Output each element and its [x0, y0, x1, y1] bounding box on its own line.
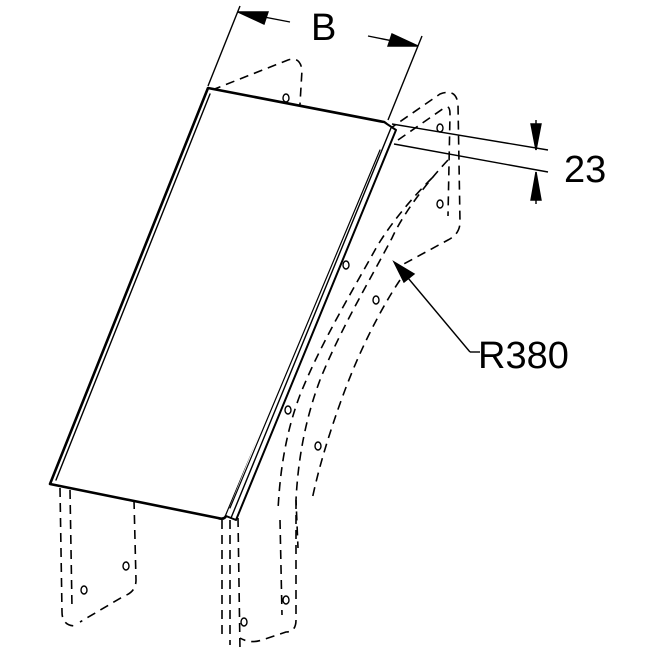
- dimension-23: [391, 120, 549, 204]
- lower-left-bracket-left-inner: [69, 489, 73, 609]
- bend-curve-outer: [295, 159, 449, 549]
- upper-right-bracket-inner: [397, 106, 451, 217]
- bolt-hole: [372, 295, 380, 305]
- upper-right-bracket-outline: [387, 91, 461, 267]
- bolt-hole: [80, 585, 88, 595]
- hidden-riser-section: [59, 58, 461, 651]
- dimension-radius-label: R380: [478, 335, 569, 377]
- lower-right-bracket-inner: [279, 519, 283, 616]
- riser-drop-line-3: [237, 517, 241, 651]
- dimension-23-label: 23: [564, 149, 606, 191]
- flange-inner-line-1: [230, 127, 392, 519]
- radius-arrow: [392, 260, 416, 284]
- dim-23-arrow-bottom: [530, 171, 542, 201]
- flange-inner-line-2: [229, 149, 381, 509]
- bolt-hole: [282, 595, 290, 605]
- bolt-holes: [80, 93, 444, 627]
- cover-panel-left-edge: [55, 93, 211, 481]
- dim-b-arrow-left: [237, 11, 269, 25]
- lower-right-bracket-outline: [239, 500, 297, 643]
- bolt-hole: [122, 561, 130, 571]
- dimension-b: [207, 5, 423, 121]
- bolt-hole: [240, 617, 248, 627]
- dim-23-arrow-top: [530, 123, 542, 151]
- dimension-radius: [392, 260, 480, 353]
- lower-left-bracket-right: [79, 499, 137, 623]
- bolt-hole: [436, 123, 444, 133]
- bolt-hole: [342, 260, 350, 270]
- dimension-b-label: B: [311, 7, 336, 49]
- bolt-hole: [284, 405, 292, 415]
- dim-b-extension-right: [387, 35, 423, 121]
- bolt-hole: [436, 199, 444, 209]
- lower-left-bracket-left: [59, 487, 77, 627]
- bolt-hole: [282, 93, 290, 103]
- dim-b-arrow-right: [387, 33, 419, 47]
- dim-23-extension-bottom: [393, 143, 549, 173]
- radius-leader-line: [397, 265, 471, 353]
- cover-panel: [48, 86, 397, 521]
- bolt-hole: [314, 441, 322, 451]
- bend-curve-mid: [311, 279, 401, 501]
- dim-b-extension-left: [207, 5, 241, 87]
- dim-23-extension-top: [391, 123, 549, 151]
- cover-panel-face: [48, 86, 390, 520]
